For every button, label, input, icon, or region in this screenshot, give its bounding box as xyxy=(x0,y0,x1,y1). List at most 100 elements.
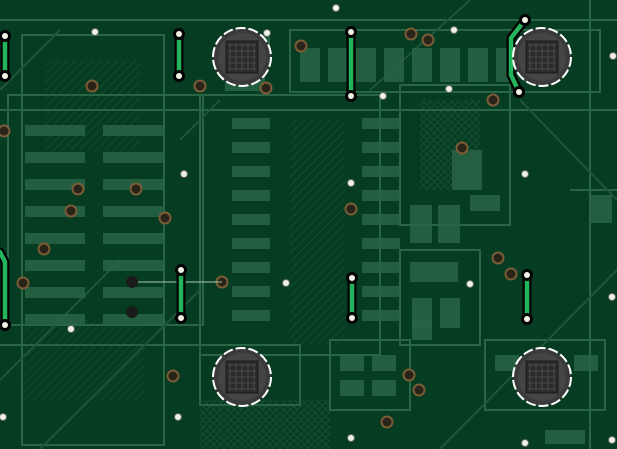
drill-hole-icon[interactable] xyxy=(349,275,355,281)
component-pad[interactable] xyxy=(438,205,460,243)
component-pad[interactable] xyxy=(495,355,519,371)
component-pad[interactable] xyxy=(545,430,585,444)
via-icon[interactable] xyxy=(85,79,99,93)
component-pad[interactable] xyxy=(362,214,400,225)
component-pad[interactable] xyxy=(25,125,85,136)
component-pad[interactable] xyxy=(356,48,376,82)
drill-hole-icon[interactable] xyxy=(180,170,188,178)
drill-hole-icon[interactable] xyxy=(2,33,8,39)
component-pad[interactable] xyxy=(232,214,270,225)
component-pad[interactable] xyxy=(232,166,270,177)
component-pad[interactable] xyxy=(103,233,163,244)
drill-hole-icon[interactable] xyxy=(522,17,528,23)
via-icon[interactable] xyxy=(294,39,308,53)
component-pad[interactable] xyxy=(103,287,163,298)
via-icon[interactable] xyxy=(129,182,143,196)
via-icon[interactable] xyxy=(166,369,180,383)
drill-hole-icon[interactable] xyxy=(348,29,354,35)
drill-hole-icon[interactable] xyxy=(348,93,354,99)
component-pad[interactable] xyxy=(412,48,432,82)
component-pad[interactable] xyxy=(372,355,396,371)
component-pad[interactable] xyxy=(362,238,400,249)
component-pad[interactable] xyxy=(362,262,400,273)
mounting-hole-icon[interactable] xyxy=(512,347,572,407)
via-icon[interactable] xyxy=(504,267,518,281)
component-pad[interactable] xyxy=(440,48,460,82)
component-pad[interactable] xyxy=(590,195,612,223)
component-pad[interactable] xyxy=(362,142,400,153)
drill-hole-icon[interactable] xyxy=(347,179,355,187)
component-pad[interactable] xyxy=(232,142,270,153)
drill-hole-icon[interactable] xyxy=(349,315,355,321)
green-trace[interactable] xyxy=(0,249,8,328)
mounting-holes[interactable] xyxy=(212,27,572,407)
component-pad[interactable] xyxy=(300,48,320,82)
drill-hole-icon[interactable] xyxy=(521,170,529,178)
drill-hole-icon[interactable] xyxy=(379,92,387,100)
component-pad[interactable] xyxy=(410,205,432,243)
component-pad[interactable] xyxy=(362,166,400,177)
via-icon[interactable] xyxy=(158,211,172,225)
component-pad[interactable] xyxy=(25,179,85,190)
via-icon[interactable] xyxy=(404,27,418,41)
drill-hole-icon[interactable] xyxy=(282,279,290,287)
drill-hole-icon[interactable] xyxy=(126,276,138,288)
via-icon[interactable] xyxy=(71,182,85,196)
component-pad[interactable] xyxy=(340,355,364,371)
drill-hole-icon[interactable] xyxy=(521,439,529,447)
component-pad[interactable] xyxy=(468,48,488,82)
via-icon[interactable] xyxy=(64,204,78,218)
via-icon[interactable] xyxy=(0,124,11,138)
drill-hole-icon[interactable] xyxy=(524,272,530,278)
via-icon[interactable] xyxy=(37,242,51,256)
component-pad[interactable] xyxy=(25,260,85,271)
component-pad[interactable] xyxy=(340,380,364,396)
drill-hole-icon[interactable] xyxy=(450,26,458,34)
drill-hole-icon[interactable] xyxy=(176,31,182,37)
component-pad[interactable] xyxy=(25,287,85,298)
drill-hole-icon[interactable] xyxy=(2,322,8,328)
component-pad[interactable] xyxy=(574,355,598,371)
component-pad[interactable] xyxy=(410,262,458,282)
drill-hole-icon[interactable] xyxy=(609,52,617,60)
component-pad[interactable] xyxy=(25,206,85,217)
via-icon[interactable] xyxy=(380,415,394,429)
drill-hole-icon[interactable] xyxy=(263,29,271,37)
drill-hole-icon[interactable] xyxy=(91,28,99,36)
component-pad[interactable] xyxy=(362,310,400,321)
drill-hole-icon[interactable] xyxy=(347,434,355,442)
drill-hole-icon[interactable] xyxy=(178,267,184,273)
via-icon[interactable] xyxy=(402,368,416,382)
via-icon[interactable] xyxy=(16,276,30,290)
component-pad[interactable] xyxy=(103,152,163,163)
drill-hole-icon[interactable] xyxy=(2,73,8,79)
green-traces[interactable] xyxy=(0,14,533,331)
mounting-hole-icon[interactable] xyxy=(212,347,272,407)
drill-hole-icon[interactable] xyxy=(516,89,522,95)
drill-hole-icon[interactable] xyxy=(445,85,453,93)
drill-hole-icon[interactable] xyxy=(0,413,7,421)
drill-hole-icon[interactable] xyxy=(332,4,340,12)
drill-hole-icon[interactable] xyxy=(608,436,616,444)
drill-hole-icon[interactable] xyxy=(126,306,138,318)
component-pad[interactable] xyxy=(103,125,163,136)
drill-hole-icon[interactable] xyxy=(524,316,530,322)
component-pad[interactable] xyxy=(232,190,270,201)
component-pad[interactable] xyxy=(384,48,404,82)
component-pad[interactable] xyxy=(362,286,400,297)
via-icon[interactable] xyxy=(193,79,207,93)
mounting-hole-icon[interactable] xyxy=(512,27,572,87)
component-pad[interactable] xyxy=(232,310,270,321)
via-icon[interactable] xyxy=(412,383,426,397)
via-icon[interactable] xyxy=(344,202,358,216)
component-pad[interactable] xyxy=(25,233,85,244)
drill-hole-icon[interactable] xyxy=(174,413,182,421)
component-pad[interactable] xyxy=(25,152,85,163)
via-icon[interactable] xyxy=(491,251,505,265)
component-pad[interactable] xyxy=(452,150,482,190)
drill-hole-icon[interactable] xyxy=(67,325,75,333)
component-pad[interactable] xyxy=(103,314,163,325)
drill-hole-icon[interactable] xyxy=(608,293,616,301)
